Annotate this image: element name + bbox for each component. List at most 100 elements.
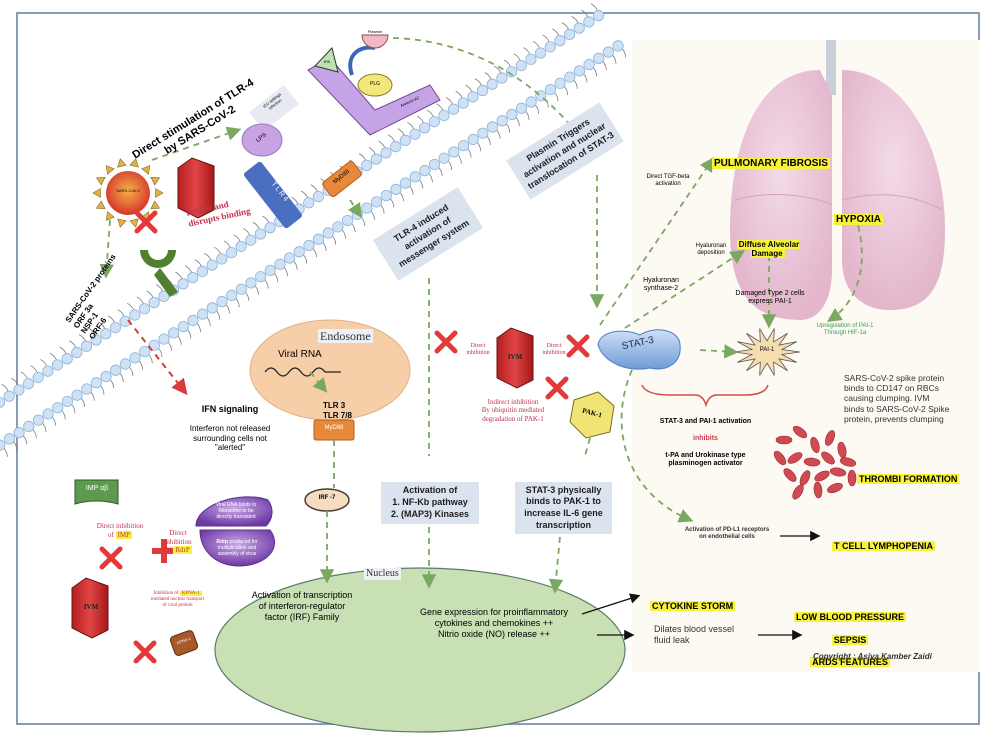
lipid-head: [554, 35, 566, 47]
lipid-head: [71, 346, 83, 359]
lipid-head: [496, 72, 508, 84]
lipid-head: [61, 395, 73, 408]
nucleus-irf-text: Activation of transcription of interfero…: [251, 590, 353, 622]
ribosome-bottom-label: Rdrp produced for multiplication and ass…: [205, 533, 269, 557]
virus-spike: [129, 158, 139, 168]
arrow-virus-to-lps: [151, 126, 242, 161]
lipid-head: [158, 333, 170, 345]
virus-spike: [95, 200, 106, 210]
red-blood-cell: [837, 441, 847, 459]
ivm-center-label: IVM: [507, 353, 523, 361]
red-blood-cell: [775, 435, 793, 445]
direct-inhibition-right: Direct inhibition: [542, 343, 566, 357]
lipid-head: [283, 252, 296, 264]
lipid-head: [592, 10, 605, 22]
lipid-head: [341, 214, 354, 227]
annexin-a2-complex: [307, 34, 441, 136]
red-blood-cell: [792, 484, 804, 500]
lipid-head: [486, 121, 499, 133]
arrow-virus-down: [99, 219, 114, 279]
virus-spike: [95, 176, 106, 186]
virus-spike: [117, 218, 127, 228]
thrombi-text: THROMBI FORMATION: [857, 473, 960, 484]
red-blood-cells: [773, 425, 857, 500]
lipid-head: [32, 414, 45, 426]
lipid-head: [602, 46, 615, 58]
hypoxia-label: HYPOXIA: [834, 202, 884, 226]
ivm-bottom-label: IVM: [83, 603, 99, 611]
red-blood-cell: [847, 469, 857, 487]
ribosome-top: [195, 496, 273, 527]
lipid-head: [177, 278, 189, 290]
lipid-head: [448, 103, 460, 115]
lipid-head: [332, 221, 344, 233]
lipid-head: [544, 41, 556, 53]
tgf-beta-label: Direct TGF-beta activation: [646, 174, 690, 188]
box-nfkb-activation: Activation of 1. NF-Kb pathway 2. (MAP3)…: [381, 482, 479, 524]
pulmonary-fibrosis-label: PULMONARY FIBROSIS: [712, 146, 830, 170]
red-blood-cell: [839, 457, 857, 467]
kpna1-icon: [169, 630, 199, 656]
arrow-stat3-to-pai1: [699, 344, 739, 359]
lipid-head: [573, 22, 585, 34]
imp-highlight: IMP: [115, 530, 133, 539]
lipid-head: [61, 353, 73, 365]
sars-cov-2-virus-icon: [92, 158, 164, 228]
nucleus-title: Nucleus: [364, 568, 401, 580]
lipid-head: [583, 16, 595, 28]
ivm-bottom-icon: [71, 577, 109, 639]
cytokine-storm-label: CYTOKINE STORM: [650, 590, 736, 612]
lipid-head: [312, 233, 325, 245]
low-bp-text: LOW BLOOD PRESSURE: [793, 612, 906, 623]
lipid-head: [409, 171, 421, 183]
lipid-head: [554, 77, 566, 89]
red-blood-cell: [810, 436, 820, 454]
lipid-head: [158, 290, 170, 302]
lipid-head: [216, 253, 228, 265]
lipid-head: [496, 115, 508, 127]
kpna-inhibition-label: Inhibition of KPNA-1 mediated nuclear tr…: [130, 585, 225, 609]
lipid-head: [467, 91, 479, 103]
lipid-head: [448, 146, 460, 158]
red-blood-cell: [803, 457, 821, 467]
lipid-head: [390, 141, 402, 153]
imp-inhibition-label: Direct inhibition of IMP: [72, 514, 168, 539]
thrombi-formation-label: THROMBI FORMATION: [857, 463, 960, 485]
lipid-head: [138, 303, 151, 315]
imp-inhibition-text: Direct inhibition of: [96, 522, 144, 539]
lipid-head: [506, 108, 518, 121]
lipid-head: [71, 389, 83, 401]
arrow-myd88-to-box: [348, 199, 362, 218]
hypoxia-text: HYPOXIA: [834, 214, 884, 225]
lipid-head: [216, 296, 228, 308]
stat3-pai1-effect: STAT-3 and PAI-1 activation inhibits t-P…: [643, 410, 768, 477]
virus-spike: [117, 158, 127, 168]
x-direct-inhibition-right-icon: [566, 334, 590, 358]
lipid-head: [525, 53, 537, 65]
dilates-label: Dilates blood vessel fluid leak: [654, 624, 735, 645]
lipid-head: [573, 65, 586, 77]
arrow-gene-to-cytokine: [581, 593, 641, 615]
ifn-title: IFN signaling: [201, 403, 259, 414]
pak1-protein: [569, 391, 615, 439]
lipid-head: [361, 202, 373, 214]
stat3-pai1-text: STAT-3 and PAI-1 activation: [659, 418, 752, 426]
red-blood-cell: [821, 451, 835, 465]
x-kpna-inhibition-icon: [133, 640, 157, 664]
kpna-pre: Inhibition of: [153, 591, 180, 596]
indirect-inhibition-label: Indirect inhibition By ubiquitin mediate…: [481, 398, 545, 423]
viral-rna-label: Viral RNA: [278, 349, 322, 360]
inhibition-brace: [641, 384, 769, 408]
x-indirect-inhibition-icon: [545, 376, 569, 400]
virus-spike: [129, 218, 139, 228]
virus-spike: [141, 165, 151, 175]
lipid-head: [42, 408, 54, 420]
lipid-head: [42, 365, 54, 377]
lipid-head: [399, 177, 412, 189]
virus-spike: [155, 188, 164, 198]
box-stat3-pak1: STAT-3 physically binds to PAK-1 to incr…: [515, 482, 612, 534]
lipid-head: [419, 122, 431, 134]
plg-label: PLG: [369, 81, 380, 87]
lipid-head: [196, 265, 209, 278]
red-blood-cell: [773, 450, 787, 466]
